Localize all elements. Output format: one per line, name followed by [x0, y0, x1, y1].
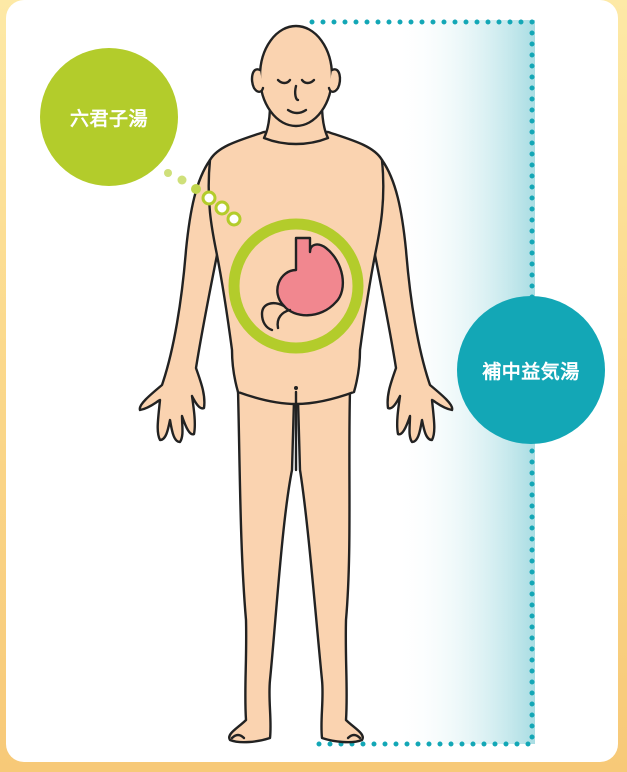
rikkunshito-label: 六君子湯 — [70, 104, 148, 131]
hochuekkito-label: 補中益気湯 — [482, 357, 580, 384]
hochuekkito-label-bubble: 補中益気湯 — [457, 296, 605, 444]
rikkunshito-label-bubble: 六君子湯 — [40, 48, 178, 186]
